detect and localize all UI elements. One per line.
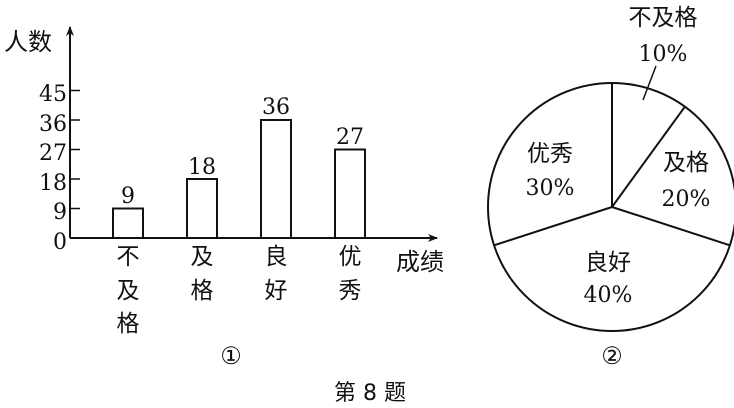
svg-text:27: 27: [39, 141, 67, 166]
slice-label-good: 良好: [585, 250, 631, 276]
svg-text:9: 9: [53, 200, 67, 225]
bar-pass: [186, 178, 218, 239]
slice-pct-fail: 10%: [639, 42, 688, 67]
bar-good: [260, 119, 292, 239]
slice-pct-excellent: 30%: [526, 176, 575, 201]
svg-text:45: 45: [39, 82, 67, 107]
x-axis-label: 成绩: [396, 248, 444, 276]
bar-chart-label: ①: [220, 342, 242, 370]
x-category-labels: 不 及 格 及 格 良 好 优 秀: [117, 244, 362, 337]
pie-chart-label: ②: [601, 342, 623, 370]
slice-pct-pass: 20%: [662, 187, 711, 212]
bar-value-labels: 9 18 36 27: [121, 95, 364, 209]
svg-text:9: 9: [121, 184, 135, 209]
y-axis-label: 人数: [4, 28, 52, 56]
bars: [112, 119, 366, 239]
svg-text:良: 良: [265, 244, 288, 270]
bar-excellent: [334, 148, 366, 239]
figure-caption: 第 8 题: [334, 381, 406, 406]
svg-text:好: 好: [265, 278, 288, 304]
slice-pct-good: 40%: [584, 283, 633, 308]
slice-label-pass: 及格: [663, 150, 709, 176]
bar-fail: [112, 207, 144, 239]
svg-text:36: 36: [262, 95, 290, 120]
pie-labels: 不及格 10% 及格 20% 良好 40% 优秀 30%: [526, 5, 711, 308]
y-ticks: [70, 89, 80, 239]
slice-divider: [493, 206, 613, 247]
svg-text:优: 优: [339, 244, 362, 270]
svg-text:0: 0: [53, 230, 67, 255]
svg-text:27: 27: [336, 125, 364, 150]
svg-text:及: 及: [191, 244, 214, 270]
slice-label-excellent: 优秀: [527, 141, 573, 167]
svg-text:格: 格: [191, 278, 214, 304]
slice-divider: [611, 206, 731, 247]
svg-text:秀: 秀: [339, 278, 362, 304]
y-tick-labels: 0 9 18 27 36 45: [39, 82, 67, 255]
bar-chart: 人数 成绩 0 9 18 27 36 45 9 18 36: [4, 26, 444, 370]
svg-text:格: 格: [117, 311, 140, 337]
slice-divider: [611, 106, 686, 208]
leader-line: [642, 65, 657, 101]
svg-text:不: 不: [117, 244, 140, 270]
svg-text:及: 及: [117, 278, 140, 304]
svg-text:36: 36: [39, 112, 67, 137]
pie-chart: [487, 65, 734, 332]
svg-text:18: 18: [39, 171, 67, 196]
svg-text:18: 18: [188, 155, 216, 180]
slice-label-fail: 不及格: [629, 5, 698, 31]
